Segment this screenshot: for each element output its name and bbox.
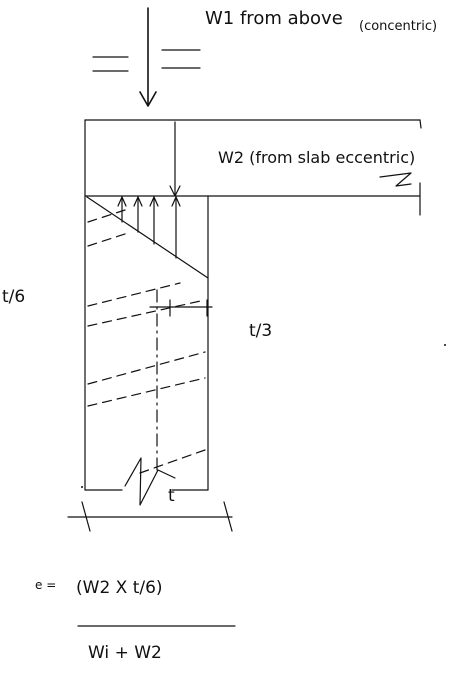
- wall-hatching: [87, 209, 206, 474]
- equation-denominator: Wi + W2: [88, 643, 162, 663]
- stray-dot: [81, 486, 83, 488]
- slab-break-mark: [379, 172, 412, 187]
- w2-load-arrow: [169, 121, 181, 197]
- t3-dimension: [149, 299, 213, 317]
- w1-label: W1 from above: [205, 8, 343, 29]
- t-dimension: [67, 501, 233, 532]
- equation-numerator: (W2 X t/6): [76, 578, 163, 598]
- pressure-triangle: [86, 196, 209, 279]
- t6-label: t/6: [2, 287, 25, 307]
- w1-load-arrow: [92, 7, 201, 107]
- break-symbol: [124, 457, 176, 506]
- w1-note: (concentric): [359, 19, 437, 34]
- stray-dot: [444, 344, 446, 346]
- upper-wall: [84, 119, 422, 197]
- lower-wall: [84, 195, 209, 491]
- t3-label: t/3: [249, 321, 272, 341]
- slab: [84, 172, 421, 216]
- equation-lhs: e =: [35, 578, 56, 592]
- w2-label: W2 (from slab eccentric): [218, 148, 415, 167]
- t-label: t: [168, 486, 175, 506]
